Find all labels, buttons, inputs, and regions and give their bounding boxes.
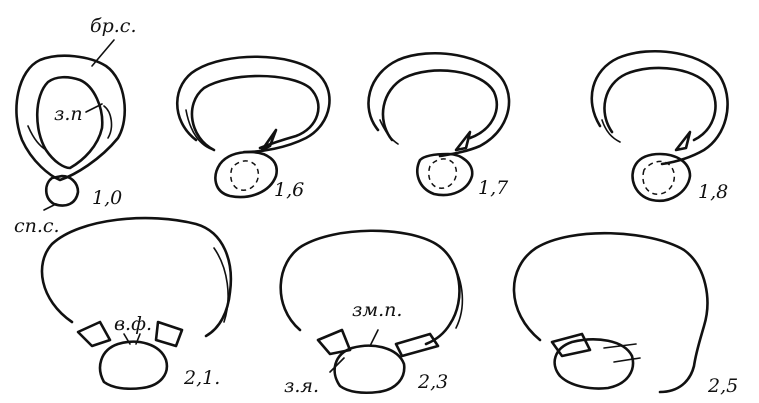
label-br-s: бр.с. [90, 15, 136, 37]
stage-label: 1,7 [478, 177, 509, 199]
stage-label: 1,0 [92, 187, 122, 209]
stage-label: 1,8 [698, 181, 728, 203]
label-z-ya: з.я. [284, 375, 319, 397]
panel-2-1: в.ф. 2,1. [42, 218, 231, 389]
stage-label: 2,1. [183, 367, 220, 389]
stage-label: 2,3 [417, 371, 448, 393]
stage-label: 1,6 [274, 179, 304, 201]
stage-label: 2,5 [707, 375, 738, 397]
panel-1-7: 1,7 [368, 53, 509, 199]
panel-2-5: 2,5 [514, 233, 738, 397]
label-zm-p: зм.п. [352, 299, 402, 321]
panel-1-0: бр.с. з.п сп.с. 1,0 [14, 15, 136, 237]
label-z-p: з.п [54, 103, 83, 125]
label-v-f: в.ф. [114, 313, 152, 335]
panel-1-6: 1,6 [177, 57, 329, 201]
panel-2-3: зм.п. з.я. 2,3 [281, 231, 463, 397]
label-sp-s: сп.с. [14, 215, 60, 237]
panel-1-8: 1,8 [592, 51, 728, 203]
